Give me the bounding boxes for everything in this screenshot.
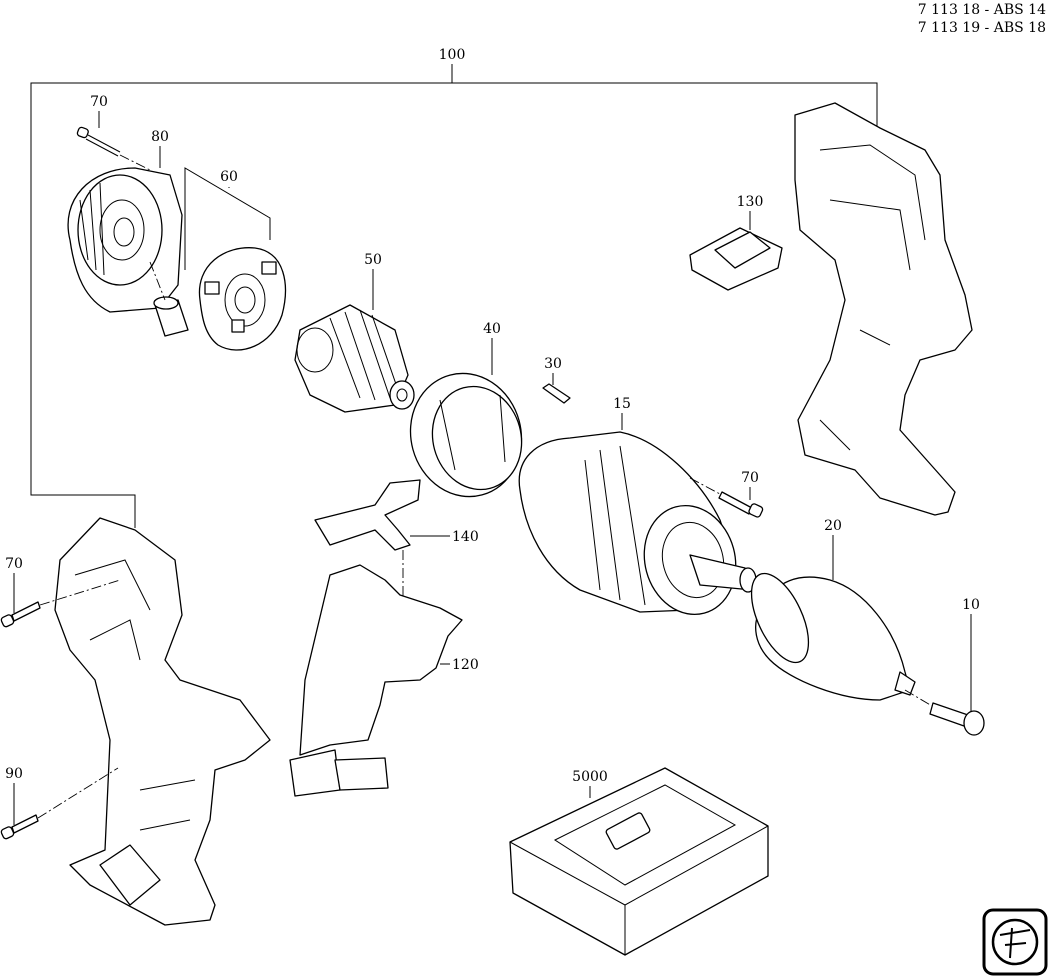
housing-half-right — [794, 102, 973, 516]
part-80-motor-endcap: 80 — [67, 129, 183, 313]
part-140-trigger-slider: 140 — [314, 479, 479, 600]
part-5000-carry-case: 5000 — [509, 767, 769, 956]
callout-20: 20 — [824, 518, 842, 534]
part-20-chuck: 20 — [750, 518, 916, 701]
callout-30: 30 — [544, 356, 562, 372]
part-50-armature: 50 — [294, 252, 415, 413]
housing-half-left — [54, 517, 271, 926]
part-90-screw: 90 — [0, 766, 119, 840]
callout-70-top: 70 — [90, 94, 108, 110]
part-130-switch-button: 130 — [689, 194, 783, 291]
bracket-60: 60 — [184, 167, 271, 270]
part-60-brush-plate — [198, 247, 287, 351]
part-40-magnet-ring: 40 — [409, 321, 523, 498]
part-15-gearbox: 15 — [518, 396, 757, 616]
fein-logo — [982, 908, 1048, 976]
callout-80: 80 — [151, 129, 169, 145]
callout-130: 130 — [737, 194, 764, 210]
callout-60: 60 — [220, 169, 238, 185]
callout-70-mid: 70 — [741, 470, 759, 486]
callout-70-left: 70 — [5, 556, 23, 572]
part-70-screw-mid: 70 — [689, 470, 764, 518]
model-line-2: 7 113 19 - ABS 18 — [918, 20, 1046, 36]
callout-90: 90 — [5, 766, 23, 782]
part-10-screw: 10 — [904, 597, 985, 736]
bracket-100: 100 — [30, 47, 878, 528]
callout-10: 10 — [962, 597, 980, 613]
part-30-pin: 30 — [542, 356, 571, 404]
callout-120: 120 — [452, 657, 479, 673]
part-120-switch: 120 — [289, 564, 479, 797]
callout-140: 140 — [452, 529, 479, 545]
callout-5000: 5000 — [572, 769, 608, 785]
part-70-screw-top: 70 — [76, 94, 151, 171]
bearing-sleeve — [149, 261, 189, 337]
callout-15: 15 — [613, 396, 631, 412]
callout-40: 40 — [483, 321, 501, 337]
callout-100: 100 — [439, 47, 466, 63]
part-70-screw-left: 70 — [0, 556, 121, 628]
callout-50: 50 — [364, 252, 382, 268]
model-line-1: 7 113 18 - ABS 14 — [918, 2, 1046, 18]
